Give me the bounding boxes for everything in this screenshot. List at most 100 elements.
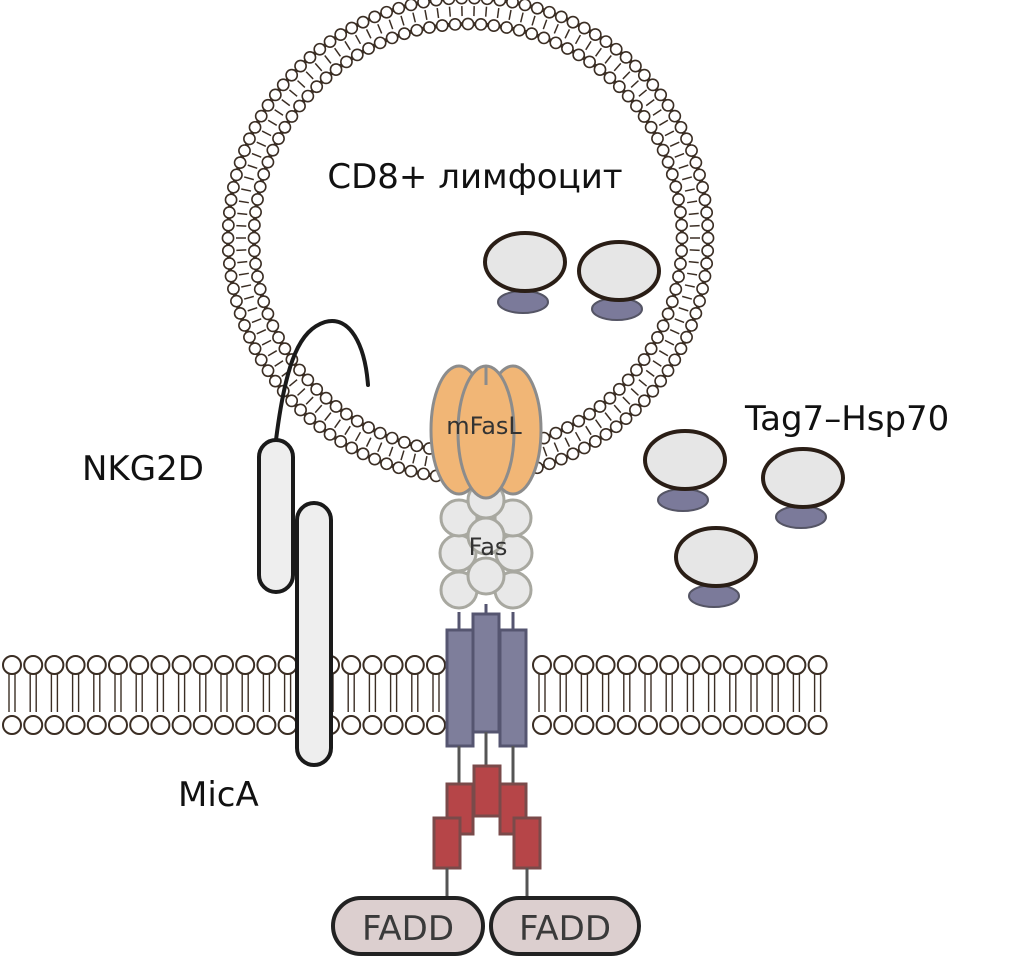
lipid-head [518, 0, 532, 12]
lipid-head [744, 655, 764, 675]
lipid-head [248, 342, 262, 356]
lipid-head [362, 715, 383, 735]
lipid-tail [388, 19, 394, 30]
lipid-head [659, 655, 680, 675]
lipid-head [65, 715, 86, 735]
mfasl-label: mFasL [446, 412, 522, 440]
lipid-tail [354, 431, 362, 442]
lipid-tail [251, 318, 262, 324]
lipid-head [646, 78, 660, 92]
lipid-tail [412, 453, 417, 464]
lipid-head [319, 391, 333, 405]
lipid-head [680, 715, 701, 735]
lipid-head [701, 231, 715, 245]
tag7-hsp70-complex [483, 231, 567, 314]
lipid-head [233, 306, 247, 320]
lipid-head [595, 655, 616, 675]
lipid-head [448, 17, 462, 31]
lipid-head [235, 715, 256, 735]
lipid-head [651, 331, 664, 344]
lipid-head [637, 353, 651, 366]
lipid-tail [251, 152, 262, 158]
lipid-head [294, 59, 307, 73]
lipid-head [303, 50, 317, 64]
lipid-tail [237, 212, 248, 216]
lipid-head [532, 655, 552, 675]
lipid-head [668, 109, 682, 123]
lipid-head [266, 319, 280, 333]
lipid-head [341, 655, 362, 675]
lipid-head [537, 31, 551, 45]
tag7-hsp70-label: Tag7–Hsp70 [744, 399, 949, 439]
lipid-tail [678, 164, 689, 169]
lipid-head [108, 655, 128, 675]
lipid-head [227, 180, 240, 194]
lipid-head [680, 132, 693, 146]
lipid-head [638, 715, 658, 735]
lipid-head [765, 715, 786, 735]
lipid-tail [377, 442, 383, 453]
lipid-head [638, 655, 658, 675]
lipid-head [672, 270, 685, 283]
lipid-head [554, 452, 568, 466]
lipid-tail [564, 29, 571, 39]
lipid-head [553, 715, 574, 735]
lipid-head [583, 55, 596, 69]
lipid-head [603, 71, 617, 85]
nkg2d-receptor [257, 319, 370, 594]
lipid-head [426, 715, 446, 735]
lipid-head [661, 98, 675, 112]
lipid-tail [574, 431, 582, 442]
lipid-head [468, 0, 481, 5]
lipid-tail [424, 456, 428, 467]
lipid-head [404, 655, 425, 675]
lipid-tail [645, 369, 655, 377]
lipid-head [410, 439, 424, 453]
lipid-head [277, 715, 298, 735]
lipid-head [233, 156, 247, 170]
lipid-tail [553, 442, 559, 453]
lipid-tail [288, 89, 298, 97]
lipid-head [644, 120, 658, 134]
lipid-head [247, 231, 261, 245]
lipid-head [303, 412, 317, 426]
lipid-tail [305, 71, 314, 80]
lipid-head [426, 655, 446, 675]
lipid-tail [424, 9, 428, 20]
lipid-head [698, 193, 712, 207]
lipid-head [700, 206, 714, 219]
lipid-head [397, 435, 411, 449]
lipid-tail [658, 350, 669, 357]
lipid-head [566, 15, 580, 29]
lipid-head [701, 655, 722, 675]
lipid-tail [652, 109, 662, 116]
lipid-head [334, 435, 348, 448]
lipid-tail [688, 212, 699, 216]
lipid-tail [288, 379, 298, 387]
lipid-head [261, 307, 275, 321]
lipid-tail [669, 329, 680, 335]
lipid-head [251, 193, 264, 206]
lipid-head [340, 407, 353, 421]
lipid-tail [334, 47, 342, 57]
lipid-head [294, 403, 307, 417]
lipid-head [129, 715, 150, 735]
lipid-head [612, 382, 626, 396]
lipid-head [276, 78, 290, 92]
lipid-head [599, 35, 613, 49]
lipid-head [629, 403, 642, 417]
lipid-tail [261, 130, 272, 137]
lipid-tail [377, 23, 383, 34]
lipid-head [654, 88, 668, 102]
lipid-head [543, 5, 556, 19]
lipid-head [599, 427, 613, 441]
lipid-head [616, 655, 637, 675]
lipid-tail [241, 188, 252, 192]
lipid-head [493, 0, 507, 7]
lipid-head [506, 0, 519, 9]
lipid-head [350, 414, 364, 428]
lipid-head [661, 307, 675, 321]
lipid-tail [689, 249, 700, 252]
lipid-tail [236, 249, 247, 252]
